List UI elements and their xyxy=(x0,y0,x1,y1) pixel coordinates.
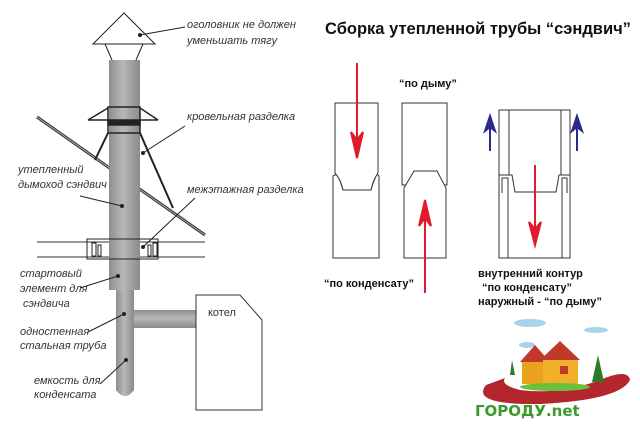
leader-lines xyxy=(79,26,196,385)
logo-text: ГОРОДУ.net xyxy=(475,402,580,420)
start-label-3: сэндвича xyxy=(23,298,70,310)
chimney-cap xyxy=(91,12,157,61)
combo-label-3: наружный - “по дыму” xyxy=(478,296,602,308)
combo-label-2: “по конденсату” xyxy=(482,282,572,294)
start-label-2: элемент для xyxy=(20,283,88,295)
sandwich-label-2: дымоход сэндвич xyxy=(18,179,107,191)
start-label-1: стартовый xyxy=(20,268,82,280)
roof-flashing xyxy=(87,106,174,209)
branch-pipe xyxy=(134,310,196,328)
blue-arrows-up xyxy=(482,112,585,151)
by-smoke-label: “по дыму” xyxy=(399,78,457,90)
condensate-label-1: емкость для xyxy=(34,375,101,387)
roof-label: кровельная разделка xyxy=(187,111,295,123)
sandwich-pipe xyxy=(109,60,140,290)
single-label-2: стальная труба xyxy=(20,340,106,352)
combo-label-1: внутренний контур xyxy=(478,268,583,280)
boiler-label: котел xyxy=(208,307,236,319)
page-title: Сборка утепленной трубы “сэндвич” xyxy=(325,20,631,38)
condensate-label-2: конденсата xyxy=(34,389,96,401)
red-arrow-up xyxy=(418,199,432,293)
red-arrow-down-1 xyxy=(350,63,364,159)
boiler xyxy=(195,294,263,411)
single-label-1: одностенная xyxy=(20,326,89,338)
floor-label: межэтажная разделка xyxy=(187,184,304,196)
red-arrow-down-2 xyxy=(528,165,542,249)
single-wall-pipe xyxy=(116,290,134,396)
gorodu-logo: ГОРОДУ.net xyxy=(475,319,630,420)
cap-label-1: оголовник не должен xyxy=(187,19,296,31)
cap-label-2: уменьшать тягу xyxy=(186,35,279,47)
floor-pass-through xyxy=(86,238,159,260)
by-condensate-label: “по конденсату” xyxy=(324,278,414,290)
sandwich-label-1: утепленный xyxy=(17,164,83,176)
